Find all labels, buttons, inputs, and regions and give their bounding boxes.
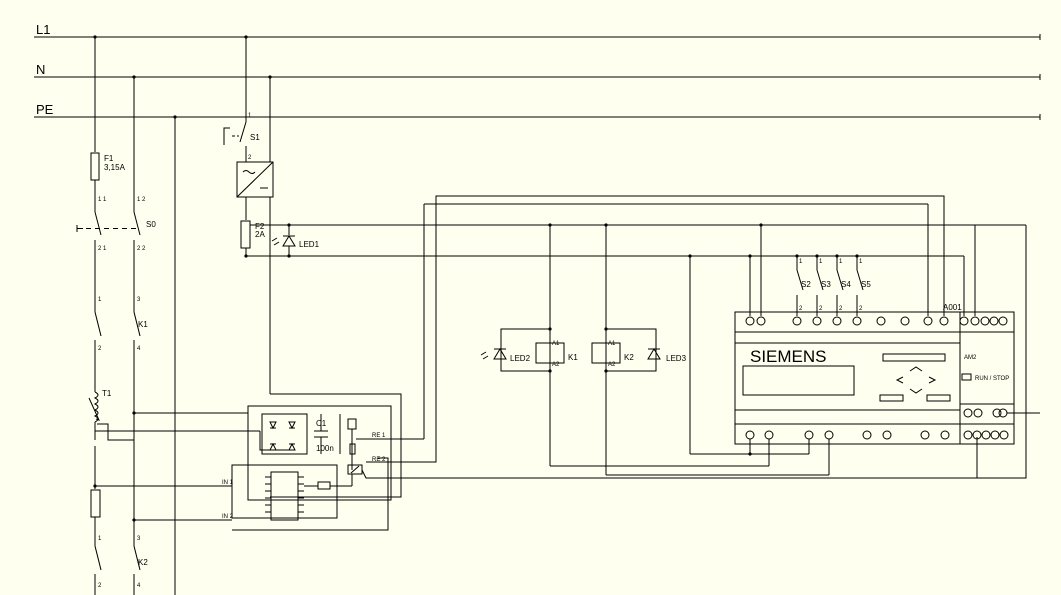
s5-label: S5 [861, 280, 871, 289]
k1-pin-3: 3 [137, 297, 141, 303]
k1-coil-label: K1 [568, 353, 578, 362]
bus-pe: PE [34, 102, 1041, 120]
k1-pin-2: 2 [98, 346, 102, 352]
s4-label: S4 [841, 280, 851, 289]
s2-label: S2 [801, 280, 811, 289]
s4-pin-2: 2 [839, 306, 843, 312]
plc-top-terminals [745, 316, 1008, 326]
relay-output-label-1: RE 1 [372, 433, 386, 439]
s1-label: S1 [250, 133, 260, 142]
s5-pin-1: 1 [859, 259, 863, 265]
led3-label: LED3 [666, 354, 687, 363]
s3-pin-2: 2 [819, 306, 823, 312]
plc-run-stop: RUN / STOP [975, 376, 1009, 382]
f2-value: 2A [255, 230, 265, 239]
s5-pin-2: 2 [859, 306, 863, 312]
plc-bottom-terminals [745, 408, 1009, 440]
bus-l1: L1 [34, 22, 1041, 40]
s4-pin-1: 1 [839, 259, 843, 265]
bus-l1-label: L1 [36, 22, 50, 37]
f1-name: F1 [104, 154, 114, 163]
f2-name: F2 [255, 222, 265, 231]
k2-pin-1: 1 [98, 536, 102, 542]
k1-contact-label: K1 [138, 320, 148, 329]
led1-label: LED1 [299, 240, 320, 249]
k2-pin-2: 2 [98, 583, 102, 589]
f1-value: 3,15A [104, 163, 126, 172]
s0-label: S0 [146, 220, 156, 229]
pin-labels: 1 1 2 1 1 2 2 2 1 2 3 4 1 2 3 4 1 2 A1 A… [98, 113, 863, 589]
a001-label: A001 [943, 303, 962, 312]
main-branch-left [88, 37, 134, 595]
s1-pin-2: 2 [248, 155, 252, 161]
s3-pin-1: 1 [819, 259, 823, 265]
k1-pin-a2: A2 [552, 362, 560, 368]
s2-pin-2: 2 [799, 306, 803, 312]
s1-pin-1: 1 [248, 113, 252, 119]
c1-name: C1 [316, 419, 327, 428]
junction-dots [93, 35, 859, 522]
bus-n: N [34, 62, 1041, 80]
plc-model: AM2 [964, 355, 977, 361]
t1-label: T1 [102, 389, 112, 398]
s0-pin-21: 2 1 [98, 246, 107, 252]
k2-contact-label: K2 [138, 558, 148, 567]
component-labels: F1 3,15A S0 K1 T1 K2 S1 F2 2A LED1 C1 10… [102, 133, 1009, 567]
k1-pin-4: 4 [137, 346, 141, 352]
bus-pe-label: PE [36, 102, 54, 117]
c1-value: 100n [316, 444, 334, 453]
board-in-label-1: IN 1 [222, 480, 234, 486]
board-in-label-2: IN 2 [222, 514, 234, 520]
k2-coil-label: K2 [624, 353, 634, 362]
ic-pins [265, 476, 304, 513]
plc-module [734, 311, 1040, 475]
relay-output-label-2: RE 2 [372, 457, 386, 463]
k2-pin-3: 3 [137, 536, 141, 542]
k2-pin-a1: A1 [608, 341, 616, 347]
s2-pin-1: 1 [799, 259, 803, 265]
k2-pin-a2: A2 [608, 362, 616, 368]
bus-n-label: N [36, 62, 45, 77]
k1-pin-1: 1 [98, 297, 102, 303]
s3-label: S3 [821, 280, 831, 289]
power-supply-branch [223, 37, 1026, 394]
s0-pin-22: 2 2 [137, 246, 146, 252]
k1-pin-a1: A1 [552, 341, 560, 347]
s0-pin-12: 1 2 [137, 197, 146, 203]
control-board: RE 1 RE 2 IN 1 IN 2 [95, 195, 978, 531]
relay-k2-group [591, 225, 829, 476]
plc-brand: SIEMENS [750, 347, 827, 366]
led2-label: LED2 [510, 354, 531, 363]
main-branch-right [76, 77, 176, 595]
relay-k1-group [480, 225, 769, 467]
k2-pin-4: 4 [137, 583, 141, 589]
f1-pin-top: 1 1 [98, 197, 107, 203]
